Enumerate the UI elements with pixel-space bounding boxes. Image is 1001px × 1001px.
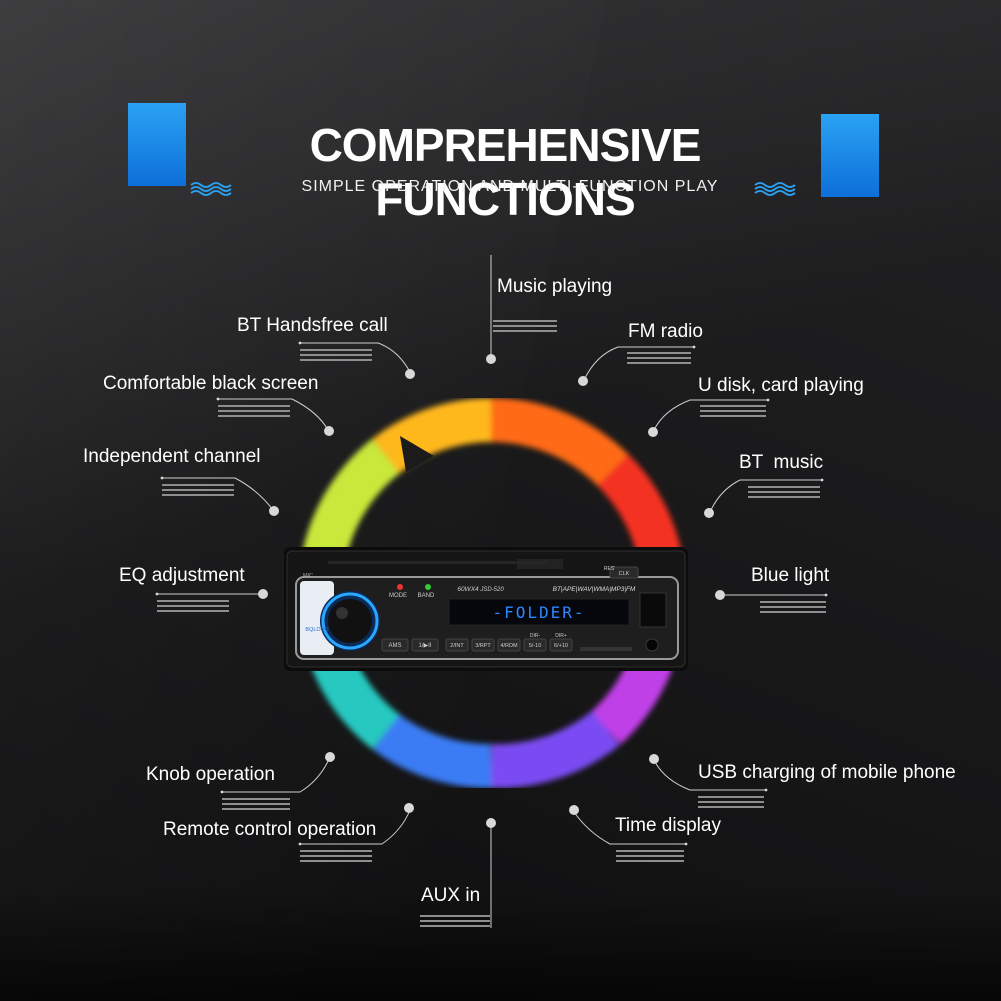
radio-band-label: BAND [418, 593, 435, 599]
radio-formats-label: BT|APE|WAV|WMA|MP3|FM [553, 586, 636, 593]
radio-btn-1-label: 1/▶II [419, 643, 432, 649]
car-radio: -FOLDER- MIC MODE BAND 60WX4 JSD-520 BT|… [284, 547, 688, 671]
feature-music-playing: Music playing [497, 276, 613, 297]
feature-blue-light: Blue light [751, 565, 830, 586]
feature-knob-operation: Knob operation [146, 764, 275, 785]
feature-fm-radio: FM radio [628, 321, 703, 342]
feature-bt-handsfree: BT Handsfree call [237, 315, 388, 336]
feature-aux-in: AUX in [421, 885, 481, 906]
feature-independent-channel: Independent channel [83, 446, 261, 467]
feature-udisk: U disk, card playing [698, 375, 864, 396]
left-accent-block [128, 103, 186, 186]
radio-model-label: JSD-520 [479, 587, 504, 593]
feature-black-screen: Comfortable black screen [103, 373, 319, 394]
feature-bt-music: BT music [739, 452, 824, 473]
radio-res-label: RES [604, 566, 615, 572]
radio-display-text: -FOLDER- [492, 603, 585, 622]
feature-remote-control: Remote control operation [163, 819, 377, 840]
radio-btn-4-label: 4/RDM [500, 643, 518, 649]
page-subtitle: SIMPLE OPERATION AND MULTI-FUNCTION PLAY [301, 178, 719, 195]
left-wave-icon [190, 182, 232, 196]
feature-usb-charging: USB charging of mobile phone [698, 762, 956, 783]
radio-btn-3-label: 3/RPT [475, 643, 491, 649]
right-accent-block [821, 114, 879, 197]
feature-time-display: Time display [615, 815, 721, 836]
radio-power-label: 60WX4 [457, 586, 479, 593]
right-wave-icon [754, 182, 796, 196]
radio-ams-label: AMS [388, 643, 401, 649]
bottom-shadow [0, 891, 1001, 1001]
radio-brand-label: BQLOUD [305, 627, 328, 633]
page-title: COMPREHENSIVE FUNCTIONS [309, 119, 702, 225]
radio-btn-2-label: 2/INT [450, 643, 464, 649]
radio-btn-6-label: 6/+10 [554, 643, 568, 649]
radio-dir-plus-label: DIR+ [555, 633, 567, 639]
radio-mic-label: MIC [303, 573, 313, 579]
radio-clk-label: CLK [619, 571, 630, 577]
feature-eq-adjustment: EQ adjustment [119, 565, 245, 586]
radio-btn-5-label: 5/-10 [529, 643, 542, 649]
radio-dir-minus-label: DIR- [530, 633, 541, 639]
radio-mode-label: MODE [389, 593, 407, 599]
